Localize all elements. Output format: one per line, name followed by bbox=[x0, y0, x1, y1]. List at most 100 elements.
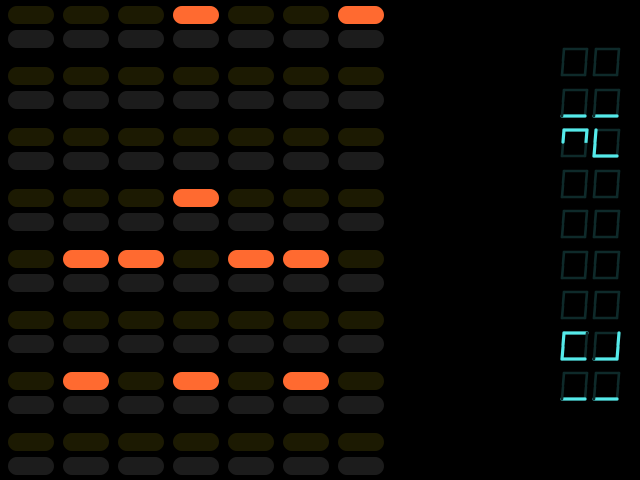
step-pad-track-7-step-4-active[interactable] bbox=[173, 372, 219, 390]
aux-pad-track-4-step-1[interactable] bbox=[8, 213, 54, 231]
aux-pad-track-3-step-3[interactable] bbox=[118, 152, 164, 170]
step-pad-track-1-step-3[interactable] bbox=[118, 6, 164, 24]
step-pad-track-5-step-2-active[interactable] bbox=[63, 250, 109, 268]
aux-pad-track-3-step-2[interactable] bbox=[63, 152, 109, 170]
step-pad-track-6-step-3[interactable] bbox=[118, 311, 164, 329]
step-pad-track-6-step-4[interactable] bbox=[173, 311, 219, 329]
step-pad-track-1-step-1[interactable] bbox=[8, 6, 54, 24]
aux-pad-track-4-step-2[interactable] bbox=[63, 213, 109, 231]
step-pad-track-7-step-5[interactable] bbox=[228, 372, 274, 390]
aux-pad-track-4-step-6[interactable] bbox=[283, 213, 329, 231]
step-pad-track-3-step-7[interactable] bbox=[338, 128, 384, 146]
aux-pad-track-8-step-4[interactable] bbox=[173, 457, 219, 475]
aux-pad-track-7-step-4[interactable] bbox=[173, 396, 219, 414]
aux-pad-track-8-step-6[interactable] bbox=[283, 457, 329, 475]
step-pad-track-2-step-3[interactable] bbox=[118, 67, 164, 85]
aux-pad-track-2-step-7[interactable] bbox=[338, 91, 384, 109]
step-pad-track-4-step-4-active[interactable] bbox=[173, 189, 219, 207]
aux-pad-track-5-step-2[interactable] bbox=[63, 274, 109, 292]
aux-pad-track-4-step-5[interactable] bbox=[228, 213, 274, 231]
step-pad-track-4-step-7[interactable] bbox=[338, 189, 384, 207]
step-pad-track-2-step-7[interactable] bbox=[338, 67, 384, 85]
aux-pad-track-6-step-6[interactable] bbox=[283, 335, 329, 353]
step-pad-track-8-step-1[interactable] bbox=[8, 433, 54, 451]
aux-pad-track-2-step-6[interactable] bbox=[283, 91, 329, 109]
step-pad-track-5-step-6-active[interactable] bbox=[283, 250, 329, 268]
step-pad-track-4-step-2[interactable] bbox=[63, 189, 109, 207]
step-pad-track-8-step-6[interactable] bbox=[283, 433, 329, 451]
step-pad-track-8-step-2[interactable] bbox=[63, 433, 109, 451]
step-pad-track-6-step-5[interactable] bbox=[228, 311, 274, 329]
aux-pad-track-2-step-4[interactable] bbox=[173, 91, 219, 109]
aux-pad-track-3-step-5[interactable] bbox=[228, 152, 274, 170]
aux-pad-track-7-step-7[interactable] bbox=[338, 396, 384, 414]
step-pad-track-2-step-2[interactable] bbox=[63, 67, 109, 85]
step-pad-track-5-step-1[interactable] bbox=[8, 250, 54, 268]
aux-pad-track-4-step-3[interactable] bbox=[118, 213, 164, 231]
step-pad-track-1-step-5[interactable] bbox=[228, 6, 274, 24]
aux-pad-track-5-step-6[interactable] bbox=[283, 274, 329, 292]
step-pad-track-2-step-4[interactable] bbox=[173, 67, 219, 85]
aux-pad-track-5-step-5[interactable] bbox=[228, 274, 274, 292]
aux-pad-track-6-step-2[interactable] bbox=[63, 335, 109, 353]
aux-pad-track-8-step-3[interactable] bbox=[118, 457, 164, 475]
step-pad-track-4-step-1[interactable] bbox=[8, 189, 54, 207]
aux-pad-track-7-step-2[interactable] bbox=[63, 396, 109, 414]
aux-pad-track-3-step-6[interactable] bbox=[283, 152, 329, 170]
aux-pad-track-2-step-1[interactable] bbox=[8, 91, 54, 109]
step-pad-track-3-step-4[interactable] bbox=[173, 128, 219, 146]
step-pad-track-3-step-6[interactable] bbox=[283, 128, 329, 146]
aux-pad-track-7-step-1[interactable] bbox=[8, 396, 54, 414]
step-pad-track-3-step-3[interactable] bbox=[118, 128, 164, 146]
step-pad-track-4-step-3[interactable] bbox=[118, 189, 164, 207]
step-pad-track-5-step-7[interactable] bbox=[338, 250, 384, 268]
step-pad-track-5-step-5-active[interactable] bbox=[228, 250, 274, 268]
aux-pad-track-1-step-5[interactable] bbox=[228, 30, 274, 48]
step-pad-track-7-step-2-active[interactable] bbox=[63, 372, 109, 390]
aux-pad-track-4-step-7[interactable] bbox=[338, 213, 384, 231]
aux-pad-track-4-step-4[interactable] bbox=[173, 213, 219, 231]
aux-pad-track-6-step-7[interactable] bbox=[338, 335, 384, 353]
step-pad-track-6-step-6[interactable] bbox=[283, 311, 329, 329]
step-pad-track-5-step-4[interactable] bbox=[173, 250, 219, 268]
aux-pad-track-8-step-7[interactable] bbox=[338, 457, 384, 475]
aux-pad-track-2-step-2[interactable] bbox=[63, 91, 109, 109]
aux-pad-track-6-step-5[interactable] bbox=[228, 335, 274, 353]
aux-pad-track-7-step-5[interactable] bbox=[228, 396, 274, 414]
aux-pad-track-8-step-2[interactable] bbox=[63, 457, 109, 475]
step-pad-track-7-step-6-active[interactable] bbox=[283, 372, 329, 390]
aux-pad-track-6-step-4[interactable] bbox=[173, 335, 219, 353]
aux-pad-track-1-step-7[interactable] bbox=[338, 30, 384, 48]
step-pad-track-7-step-7[interactable] bbox=[338, 372, 384, 390]
step-pad-track-4-step-5[interactable] bbox=[228, 189, 274, 207]
aux-pad-track-5-step-4[interactable] bbox=[173, 274, 219, 292]
aux-pad-track-3-step-4[interactable] bbox=[173, 152, 219, 170]
aux-pad-track-5-step-3[interactable] bbox=[118, 274, 164, 292]
step-pad-track-2-step-1[interactable] bbox=[8, 67, 54, 85]
aux-pad-track-1-step-6[interactable] bbox=[283, 30, 329, 48]
aux-pad-track-8-step-5[interactable] bbox=[228, 457, 274, 475]
step-pad-track-4-step-6[interactable] bbox=[283, 189, 329, 207]
step-pad-track-3-step-2[interactable] bbox=[63, 128, 109, 146]
step-pad-track-7-step-3[interactable] bbox=[118, 372, 164, 390]
aux-pad-track-8-step-1[interactable] bbox=[8, 457, 54, 475]
aux-pad-track-3-step-1[interactable] bbox=[8, 152, 54, 170]
step-pad-track-8-step-4[interactable] bbox=[173, 433, 219, 451]
step-pad-track-7-step-1[interactable] bbox=[8, 372, 54, 390]
aux-pad-track-6-step-1[interactable] bbox=[8, 335, 54, 353]
step-pad-track-8-step-5[interactable] bbox=[228, 433, 274, 451]
step-pad-track-6-step-1[interactable] bbox=[8, 311, 54, 329]
aux-pad-track-1-step-2[interactable] bbox=[63, 30, 109, 48]
aux-pad-track-1-step-4[interactable] bbox=[173, 30, 219, 48]
aux-pad-track-1-step-3[interactable] bbox=[118, 30, 164, 48]
aux-pad-track-2-step-3[interactable] bbox=[118, 91, 164, 109]
aux-pad-track-7-step-3[interactable] bbox=[118, 396, 164, 414]
step-pad-track-1-step-4-active[interactable] bbox=[173, 6, 219, 24]
step-pad-track-1-step-7-active[interactable] bbox=[338, 6, 384, 24]
aux-pad-track-5-step-1[interactable] bbox=[8, 274, 54, 292]
aux-pad-track-2-step-5[interactable] bbox=[228, 91, 274, 109]
step-pad-track-1-step-2[interactable] bbox=[63, 6, 109, 24]
step-pad-track-2-step-6[interactable] bbox=[283, 67, 329, 85]
step-pad-track-6-step-2[interactable] bbox=[63, 311, 109, 329]
step-pad-track-1-step-6[interactable] bbox=[283, 6, 329, 24]
